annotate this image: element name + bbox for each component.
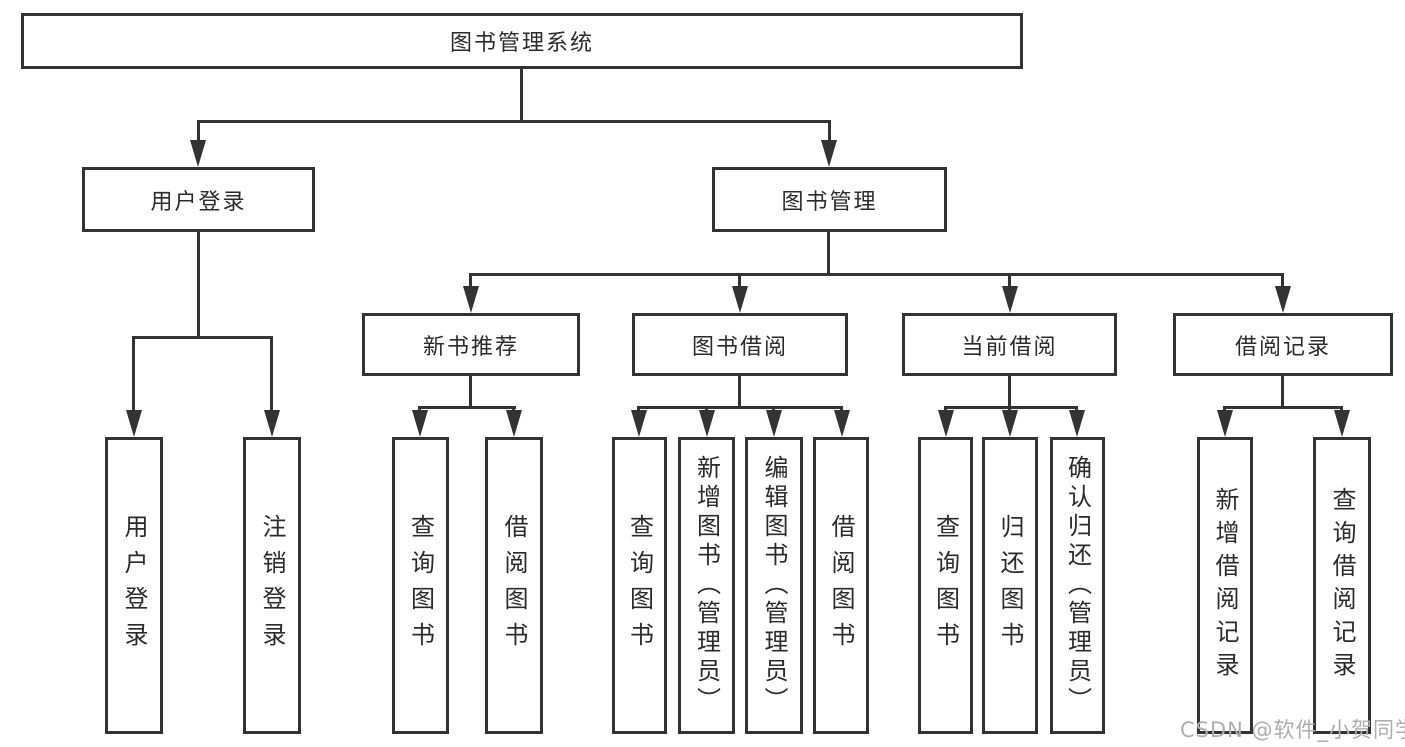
connector-borrow-records-bus <box>1223 406 1342 409</box>
connector-new-book-recommend-stem <box>469 376 472 406</box>
arrow-down-icon <box>1002 410 1018 437</box>
leaf-query-book-recommend: 查询图书 <box>392 437 449 734</box>
arrow-down-icon <box>463 286 479 313</box>
arrow-down-icon <box>1275 286 1291 313</box>
connector-borrow-records-stem <box>1281 376 1284 406</box>
connector-drop-new-book-recommend <box>469 273 472 291</box>
leaf-user-login-label: 用户登录 <box>120 513 148 658</box>
node-book-borrow: 图书借阅 <box>632 313 848 376</box>
connector-book-borrow-bus <box>637 406 843 409</box>
leaf-edit-book-admin: 编辑图书（管理员） <box>745 437 803 734</box>
arrow-down-icon <box>506 410 522 437</box>
connector-root-stem <box>520 69 523 120</box>
leaf-return-book: 归还图书 <box>982 437 1038 734</box>
node-root: 图书管理系统 <box>21 13 1023 69</box>
leaf-query-book-current-label: 查询图书 <box>931 513 960 658</box>
arrow-down-icon <box>732 286 748 313</box>
arrow-down-icon <box>834 410 850 437</box>
leaf-query-book-borrow: 查询图书 <box>612 437 667 734</box>
leaf-add-book-admin: 新增图书（管理员） <box>678 437 735 734</box>
leaf-confirm-return-admin: 确认归还（管理员） <box>1050 437 1105 734</box>
node-book-management: 图书管理 <box>712 167 947 232</box>
connector-new-book-recommend-bus <box>418 406 516 409</box>
connector-level2-bus <box>197 120 831 123</box>
connector-book-management-stem <box>827 232 830 273</box>
leaf-borrow-book-recommend: 借阅图书 <box>485 437 543 734</box>
leaf-query-book-recommend-label: 查询图书 <box>406 513 435 658</box>
connector-drop-book-borrow <box>738 273 741 291</box>
leaf-borrow-book-borrow-label: 借阅图书 <box>827 513 855 658</box>
arrow-down-icon <box>631 410 647 437</box>
node-user-login: 用户登录 <box>82 167 315 232</box>
leaf-logout: 注销登录 <box>243 437 301 734</box>
node-current-borrow: 当前借阅 <box>902 313 1117 376</box>
connector-current-borrow-bus <box>944 406 1078 409</box>
connector-drop-current-borrow <box>1008 273 1011 291</box>
leaf-query-borrow-record: 查询借阅记录 <box>1313 437 1371 734</box>
arrow-down-icon <box>1002 286 1018 313</box>
arrow-down-icon <box>766 410 782 437</box>
arrow-down-icon <box>1334 410 1350 437</box>
arrow-down-icon <box>938 410 954 437</box>
arrow-down-icon <box>1217 410 1233 437</box>
connector-drop-leaf-logout <box>270 336 273 414</box>
connector-book-borrow-stem <box>738 376 741 406</box>
arrow-down-icon <box>699 410 715 437</box>
leaf-return-book-label: 归还图书 <box>996 513 1024 658</box>
node-new-book-recommend: 新书推荐 <box>362 313 580 376</box>
leaf-user-login: 用户登录 <box>105 437 163 734</box>
arrow-down-icon <box>126 410 142 437</box>
connector-drop-leaf-user-login <box>132 336 135 414</box>
arrow-down-icon <box>1069 410 1085 437</box>
leaf-add-book-admin-label: 新增图书（管理员） <box>692 455 721 716</box>
connector-level3-bus <box>469 273 1284 276</box>
leaf-add-borrow-record: 新增借阅记录 <box>1197 437 1253 734</box>
leaf-confirm-return-admin-label: 确认归还（管理员） <box>1063 455 1092 716</box>
arrow-down-icon <box>821 140 837 167</box>
leaf-borrow-book-borrow: 借阅图书 <box>813 437 869 734</box>
connector-drop-borrow-records <box>1281 273 1284 291</box>
arrow-down-icon <box>264 410 280 437</box>
arrow-down-icon <box>412 410 428 437</box>
leaf-logout-label: 注销登录 <box>258 513 286 658</box>
connector-drop-user-login <box>197 120 200 144</box>
arrow-down-icon <box>190 140 206 167</box>
leaf-query-book-borrow-label: 查询图书 <box>625 513 654 658</box>
leaf-add-borrow-record-label: 新增借阅记录 <box>1211 486 1239 685</box>
leaf-borrow-book-recommend-label: 借阅图书 <box>500 513 528 658</box>
connector-user-login-stem <box>197 232 200 336</box>
leaf-query-borrow-record-label: 查询借阅记录 <box>1328 486 1356 685</box>
connector-drop-book-management <box>828 120 831 144</box>
connector-user-login-bus <box>132 336 273 339</box>
csdn-watermark: CSDN @软件_小贺同学 <box>1180 718 1405 742</box>
leaf-edit-book-admin-label: 编辑图书（管理员） <box>760 455 788 716</box>
leaf-query-book-current: 查询图书 <box>918 437 973 734</box>
connector-current-borrow-stem <box>1008 376 1011 406</box>
node-borrow-records: 借阅记录 <box>1173 313 1393 376</box>
